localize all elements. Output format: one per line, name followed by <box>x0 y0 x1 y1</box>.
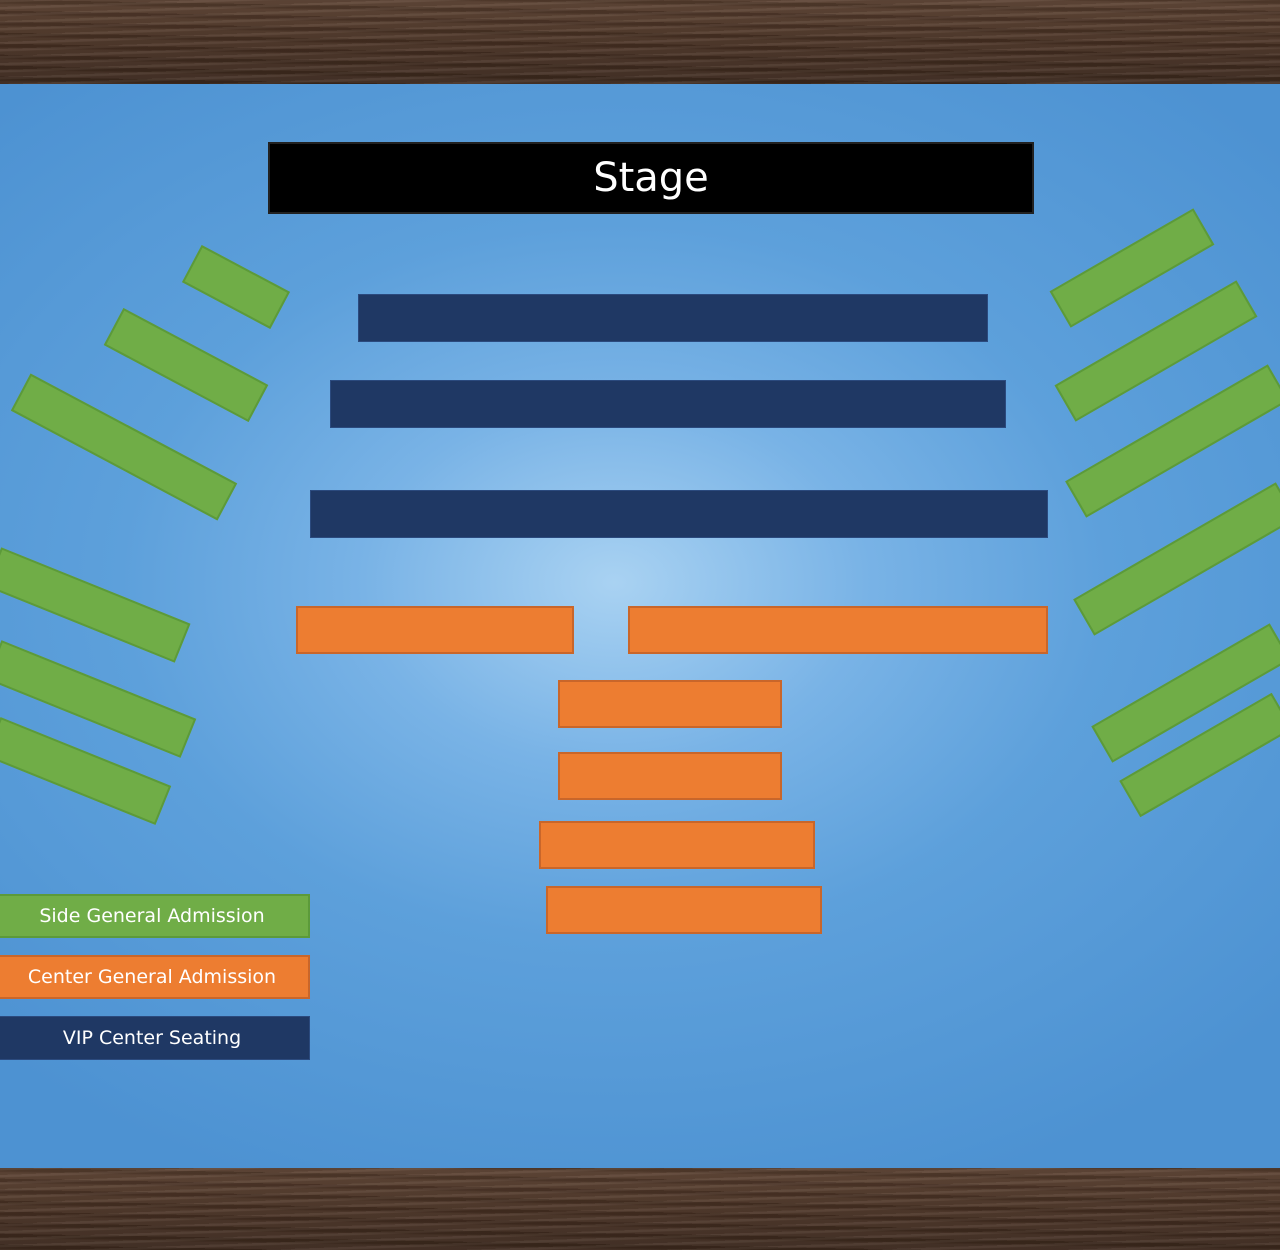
center-ga-block-3[interactable] <box>558 680 782 728</box>
side-ga-left-1[interactable] <box>181 244 291 330</box>
center-ga-block-5[interactable] <box>539 821 815 869</box>
legend-vip-center-seating: VIP Center Seating <box>0 1016 310 1060</box>
legend-side-general-admission: Side General Admission <box>0 894 310 938</box>
wood-frame-top <box>0 0 1280 84</box>
wood-frame-bottom <box>0 1168 1280 1250</box>
vip-row-2[interactable] <box>330 380 1006 428</box>
venue-floor: Stage Side General Admission Center Gene… <box>0 84 1280 1168</box>
vip-row-1[interactable] <box>358 294 988 342</box>
center-ga-block-4[interactable] <box>558 752 782 800</box>
vip-row-3[interactable] <box>310 490 1048 538</box>
center-ga-block-left[interactable] <box>296 606 574 654</box>
center-ga-block-6[interactable] <box>546 886 822 934</box>
side-ga-left-2[interactable] <box>103 307 269 423</box>
center-ga-block-right[interactable] <box>628 606 1048 654</box>
legend-center-general-admission: Center General Admission <box>0 955 310 999</box>
side-ga-left-4[interactable] <box>0 547 191 663</box>
stage: Stage <box>268 142 1034 214</box>
